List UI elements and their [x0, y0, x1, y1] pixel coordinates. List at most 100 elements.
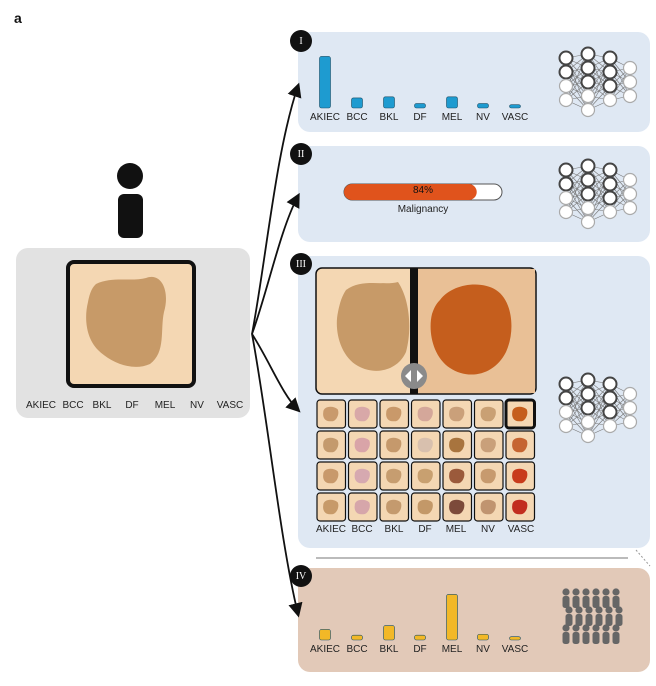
nn-node: [602, 204, 618, 220]
input-label-bcc: BCC: [62, 400, 84, 411]
nn-node: [602, 162, 618, 178]
input-lesion-shape: [86, 276, 166, 367]
input-label-akiec: AKIEC: [25, 400, 56, 411]
grid-lesion: [512, 468, 528, 484]
nn-node: [622, 186, 638, 202]
nn-node: [580, 414, 596, 430]
nn-node: [580, 428, 596, 444]
panel-iv-label-mel: MEL: [441, 644, 463, 655]
nn-node: [580, 158, 596, 174]
nn-node: [558, 78, 574, 94]
panel-iv-bar-bcc: [351, 634, 363, 641]
grid-lesion: [417, 468, 433, 484]
figure-label: a: [14, 10, 22, 26]
malignancy-bar-fill: [344, 184, 477, 200]
panel-i-label-nv: NV: [476, 112, 490, 123]
panel-iii-label-akiec: AKIEC: [315, 524, 346, 535]
grid-lesion: [386, 437, 402, 453]
person-head-icon: [572, 588, 580, 596]
panel-iv-bar-nv: [477, 633, 489, 641]
person-body-icon: [562, 632, 570, 644]
nn-node: [622, 414, 638, 430]
grid-lesion: [480, 499, 496, 515]
input-label-df: DF: [125, 400, 139, 411]
person-body-icon: [572, 632, 580, 644]
nn-node: [580, 214, 596, 230]
person-head-icon: [575, 606, 583, 614]
grid-lesion: [480, 468, 496, 484]
nn-node: [558, 376, 574, 392]
grid-lesion: [323, 499, 339, 515]
panel-iv-bar-akiec: [319, 629, 331, 641]
person-head-icon: [562, 588, 570, 596]
panel-i-bar-mel: [446, 96, 458, 109]
nn-node: [622, 386, 638, 402]
panel-iv-bar-df: [414, 634, 426, 641]
nn-node: [602, 390, 618, 406]
person-body-icon: [565, 614, 573, 626]
badge-iv: IV: [290, 565, 312, 587]
person-head-icon: [602, 624, 610, 632]
panel-iv-bar-mel: [446, 594, 458, 641]
neural-network-icons: [558, 46, 638, 444]
panel-iii-label-nv: NV: [481, 524, 495, 535]
malignancy-caption: Malignancy: [397, 204, 449, 215]
person-body-icon: [612, 596, 620, 608]
panel-iv-bars: [319, 594, 521, 641]
person-head-icon: [592, 588, 600, 596]
nn-node: [602, 92, 618, 108]
panel-iv-label-vasc: VASC: [501, 644, 529, 655]
person-body-icon: [575, 614, 583, 626]
person-head-icon: [572, 624, 580, 632]
panel-i-bar-bcc: [351, 97, 363, 109]
user-icon-head: [117, 163, 143, 189]
input-label-mel: MEL: [154, 400, 176, 411]
grid-lesion: [354, 499, 370, 515]
person-head-icon: [595, 606, 603, 614]
grid-lesion: [323, 406, 339, 422]
grid-lesion: [480, 406, 496, 422]
person-body-icon: [612, 632, 620, 644]
person-head-icon: [612, 624, 620, 632]
nn-node: [622, 172, 638, 188]
panel-iii-label-bcc: BCC: [351, 524, 373, 535]
grid-lesion: [417, 499, 433, 515]
person-body-icon: [572, 596, 580, 608]
arrow-to-panel-iii: [251, 333, 301, 413]
person-head-icon: [592, 624, 600, 632]
person-head-icon: [582, 624, 590, 632]
comparison-right-lesion: [430, 284, 512, 375]
grid-lesion: [512, 499, 528, 515]
nn-node: [602, 64, 618, 80]
person-body-icon: [592, 596, 600, 608]
arrow-to-panel-iv: [251, 333, 303, 618]
person-head-icon: [612, 588, 620, 596]
panel-i-bar-df: [414, 103, 426, 109]
nn-node: [558, 404, 574, 420]
nn-node: [580, 372, 596, 388]
slider-handle-icon[interactable]: [401, 363, 427, 389]
panel-iv-label-bcc: BCC: [346, 644, 368, 655]
user-icon-body: [118, 194, 143, 238]
nn-node: [558, 390, 574, 406]
nn-node: [602, 404, 618, 420]
nn-node: [558, 162, 574, 178]
person-body-icon: [602, 596, 610, 608]
grid-lesion: [417, 437, 433, 453]
panel-iv-label-df: DF: [413, 644, 427, 655]
nn-node: [580, 60, 596, 76]
person-head-icon: [602, 588, 610, 596]
grid-lesion: [386, 406, 402, 422]
nn-node: [602, 418, 618, 434]
person-head-icon: [562, 624, 570, 632]
badge-ii: II: [290, 143, 312, 165]
panel-i-label-bcc: BCC: [346, 112, 368, 123]
grid-lesion: [480, 437, 496, 453]
nn-node: [622, 400, 638, 416]
panel-i-label-df: DF: [413, 112, 427, 123]
person-body-icon: [615, 614, 623, 626]
panel-iv-bar-vasc: [509, 636, 521, 641]
grid-lesion: [449, 406, 465, 422]
panel-i-label-bkl: BKL: [379, 112, 399, 123]
